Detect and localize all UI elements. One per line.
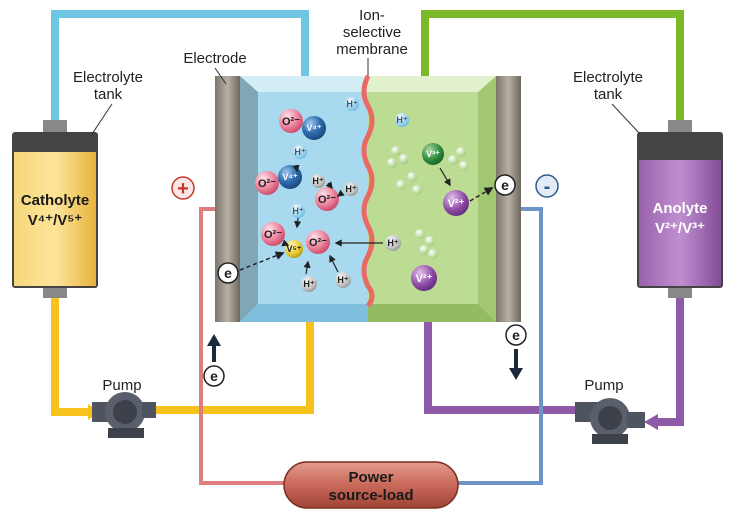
- anolyte-name: Anolyte: [652, 200, 707, 217]
- svg-text:e: e: [224, 265, 232, 281]
- svg-text:H⁺: H⁺: [337, 275, 348, 285]
- electron-left-wire: e: [203, 365, 225, 387]
- svg-text:e: e: [512, 327, 520, 343]
- svg-text:e: e: [501, 177, 509, 193]
- svg-text:H⁺: H⁺: [312, 176, 323, 186]
- pump-left-label: Pump: [102, 377, 141, 394]
- svg-text:H⁺: H⁺: [345, 184, 356, 194]
- electrons: e e e e: [203, 174, 527, 387]
- catholyte-species: V⁴⁺/V⁵⁺: [28, 212, 83, 229]
- pump-right: [575, 398, 645, 444]
- svg-text:-: -: [544, 176, 551, 198]
- ion-selective-membrane: [361, 74, 375, 308]
- positive-wire: [199, 207, 290, 485]
- positive-electrode: [215, 76, 240, 322]
- ions: H⁺ H⁺ H⁺ H⁺ O²⁻ V⁴⁺ O²⁻ V⁴⁺ H⁺ H⁺ O²⁻: [255, 97, 469, 292]
- electron-left-cell: e: [217, 262, 239, 284]
- power-label-1: Power: [348, 469, 393, 486]
- catholyte-name: Catholyte: [21, 192, 89, 209]
- power-source-load: Power source-load: [283, 461, 459, 509]
- svg-text:O²⁻: O²⁻: [309, 237, 327, 249]
- svg-text:H⁺: H⁺: [292, 206, 303, 216]
- anolyte-feed-pipe: [655, 295, 684, 426]
- svg-text:O²⁻: O²⁻: [282, 116, 300, 128]
- svg-text:V⁴⁺: V⁴⁺: [306, 123, 321, 133]
- labels: Ion- selective membrane Electrode Electr…: [73, 7, 643, 394]
- electron-right-wire: e: [505, 324, 527, 346]
- svg-text:H⁺: H⁺: [346, 99, 357, 109]
- positive-sign: +: [171, 176, 195, 200]
- catholyte-tank: Catholyte V⁴⁺/V⁵⁺: [12, 120, 98, 298]
- svg-text:e: e: [210, 368, 218, 384]
- svg-text:V⁵⁺: V⁵⁺: [287, 244, 302, 254]
- pump-left: [92, 392, 156, 438]
- svg-text:H⁺: H⁺: [396, 115, 407, 125]
- cell: [215, 74, 521, 322]
- power-label-2: source-load: [328, 487, 413, 504]
- electrode-label: Electrode: [183, 50, 246, 67]
- electron-right-cell: e: [494, 174, 516, 196]
- anolyte-tank: Anolyte V²⁺/V³⁺: [637, 120, 723, 298]
- anolyte-return-pipe: [421, 10, 684, 122]
- svg-text:V²⁺: V²⁺: [448, 198, 465, 210]
- membrane-label-2: selective: [343, 24, 401, 41]
- external-circuit: [199, 207, 543, 485]
- svg-text:H⁺: H⁺: [303, 279, 314, 289]
- right-tank-label-2: tank: [594, 86, 623, 103]
- left-tank-label-1: Electrolyte: [73, 69, 143, 86]
- pump-right-label: Pump: [584, 377, 623, 394]
- svg-text:O²⁻: O²⁻: [264, 229, 282, 241]
- svg-text:+: +: [177, 178, 189, 200]
- catholyte-feed-pipe: [51, 295, 90, 416]
- membrane-label-1: Ion-: [359, 7, 385, 24]
- negative-sign: -: [535, 174, 559, 198]
- svg-text:V⁴⁺: V⁴⁺: [282, 172, 297, 182]
- left-tank-label-2: tank: [94, 86, 123, 103]
- membrane-label-3: membrane: [336, 41, 408, 58]
- svg-text:H⁺: H⁺: [294, 147, 305, 157]
- negative-electrode: [496, 76, 521, 322]
- svg-text:H⁺: H⁺: [387, 238, 398, 248]
- right-tank-label-1: Electrolyte: [573, 69, 643, 86]
- svg-text:O²⁻: O²⁻: [258, 178, 276, 190]
- svg-text:V³⁺: V³⁺: [426, 149, 440, 159]
- anolyte-species: V²⁺/V³⁺: [655, 220, 705, 237]
- svg-text:O²⁻: O²⁻: [318, 194, 336, 206]
- negative-wire: [452, 207, 543, 485]
- svg-text:V²⁺: V²⁺: [416, 273, 433, 285]
- catholyte-return-pipe: [51, 10, 309, 122]
